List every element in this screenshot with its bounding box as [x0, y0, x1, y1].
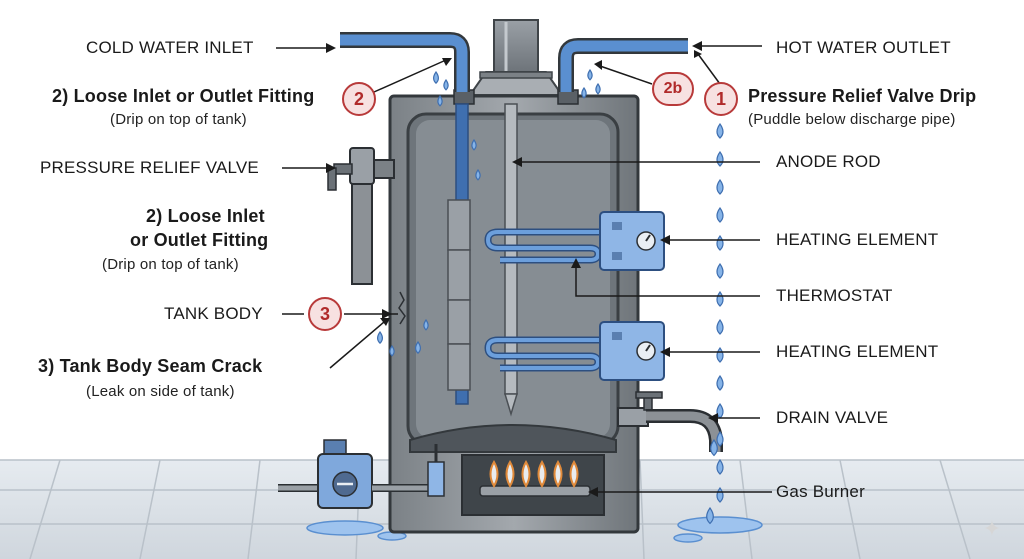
heating-element-lower-label: HEATING ELEMENT	[776, 342, 939, 361]
water-drop	[716, 346, 724, 363]
puddles	[306, 516, 763, 543]
drain-valve-label: DRAIN VALVE	[776, 408, 889, 427]
fitting-2b-title-line2: or Outlet Fitting	[130, 230, 269, 250]
arrow-heads	[326, 41, 718, 497]
water-drop	[716, 206, 724, 223]
flame	[505, 460, 515, 488]
gas-control-valve	[278, 439, 445, 509]
water-drop	[716, 178, 724, 195]
badge-3: 3	[308, 297, 342, 331]
water-drop	[716, 430, 724, 447]
segmented-rod	[447, 199, 471, 391]
water-drop	[716, 374, 724, 391]
badge-1: 1	[704, 82, 738, 116]
water-drop	[437, 94, 443, 107]
water-drop	[706, 506, 714, 525]
gas-burner-label: Gas Burner	[776, 482, 865, 501]
fitting-2b-title-line1: 2) Loose Inlet	[146, 206, 265, 226]
upper-heating-element	[484, 211, 665, 271]
relief-drip-subtitle: (Puddle below discharge pipe)	[748, 111, 956, 128]
water-drop	[415, 340, 421, 355]
water-drop	[423, 318, 429, 331]
water-drop	[595, 82, 601, 95]
water-drop	[710, 438, 718, 457]
water-drop	[471, 138, 477, 151]
water-drop	[716, 458, 724, 475]
water-drop	[716, 122, 724, 139]
cold-water-inlet-label: COLD WATER INLET	[86, 38, 254, 57]
badge-2b: 2b	[652, 72, 694, 106]
hot-water-outlet-pipe	[558, 38, 688, 92]
flue-pipe	[468, 19, 564, 96]
gas-burner	[479, 460, 591, 497]
pressure-relief-valve-label: PRESSURE RELIEF VALVE	[40, 158, 259, 177]
water-drop	[433, 70, 439, 85]
seam-crack	[398, 291, 406, 325]
water-drop	[716, 318, 724, 335]
hot-water-outlet-label: HOT WATER OUTLET	[776, 38, 951, 57]
relief-drip-title: Pressure Relief Valve Drip	[748, 86, 977, 106]
flame	[489, 460, 499, 488]
water-drop	[716, 262, 724, 279]
heating-element-upper-label: HEATING ELEMENT	[776, 230, 939, 249]
water-drop	[389, 344, 395, 357]
pressure-relief-valve	[327, 147, 395, 285]
water-drop	[581, 86, 587, 99]
water-drop	[716, 290, 724, 307]
leader-lines	[276, 45, 772, 493]
water-drops	[377, 68, 724, 525]
water-drop	[716, 150, 724, 167]
water-drop	[377, 330, 383, 345]
drain-valve	[617, 391, 723, 452]
sparkle-icon: ✦	[982, 516, 1002, 541]
fitting-2-title: 2) Loose Inlet or Outlet Fitting	[52, 86, 315, 106]
anode-rod-label: ANODE ROD	[776, 152, 881, 171]
seam-crack-subtitle: (Leak on side of tank)	[86, 383, 235, 400]
flame	[553, 460, 563, 488]
thermostat-label: THERMOSTAT	[776, 286, 893, 305]
flame	[569, 460, 579, 488]
water-drop	[587, 68, 593, 81]
water-drop	[716, 234, 724, 251]
fitting-2b-subtitle: (Drip on top of tank)	[102, 256, 239, 273]
flame	[537, 460, 547, 488]
water-drop	[475, 168, 481, 181]
tank-body-label: TANK BODY	[164, 304, 263, 323]
seam-crack-title: 3) Tank Body Seam Crack	[38, 356, 263, 376]
lower-heating-element	[484, 321, 665, 381]
fitting-2-subtitle: (Drip on top of tank)	[110, 111, 247, 128]
flame	[521, 460, 531, 488]
badge-2: 2	[342, 82, 376, 116]
water-drop	[443, 78, 449, 91]
